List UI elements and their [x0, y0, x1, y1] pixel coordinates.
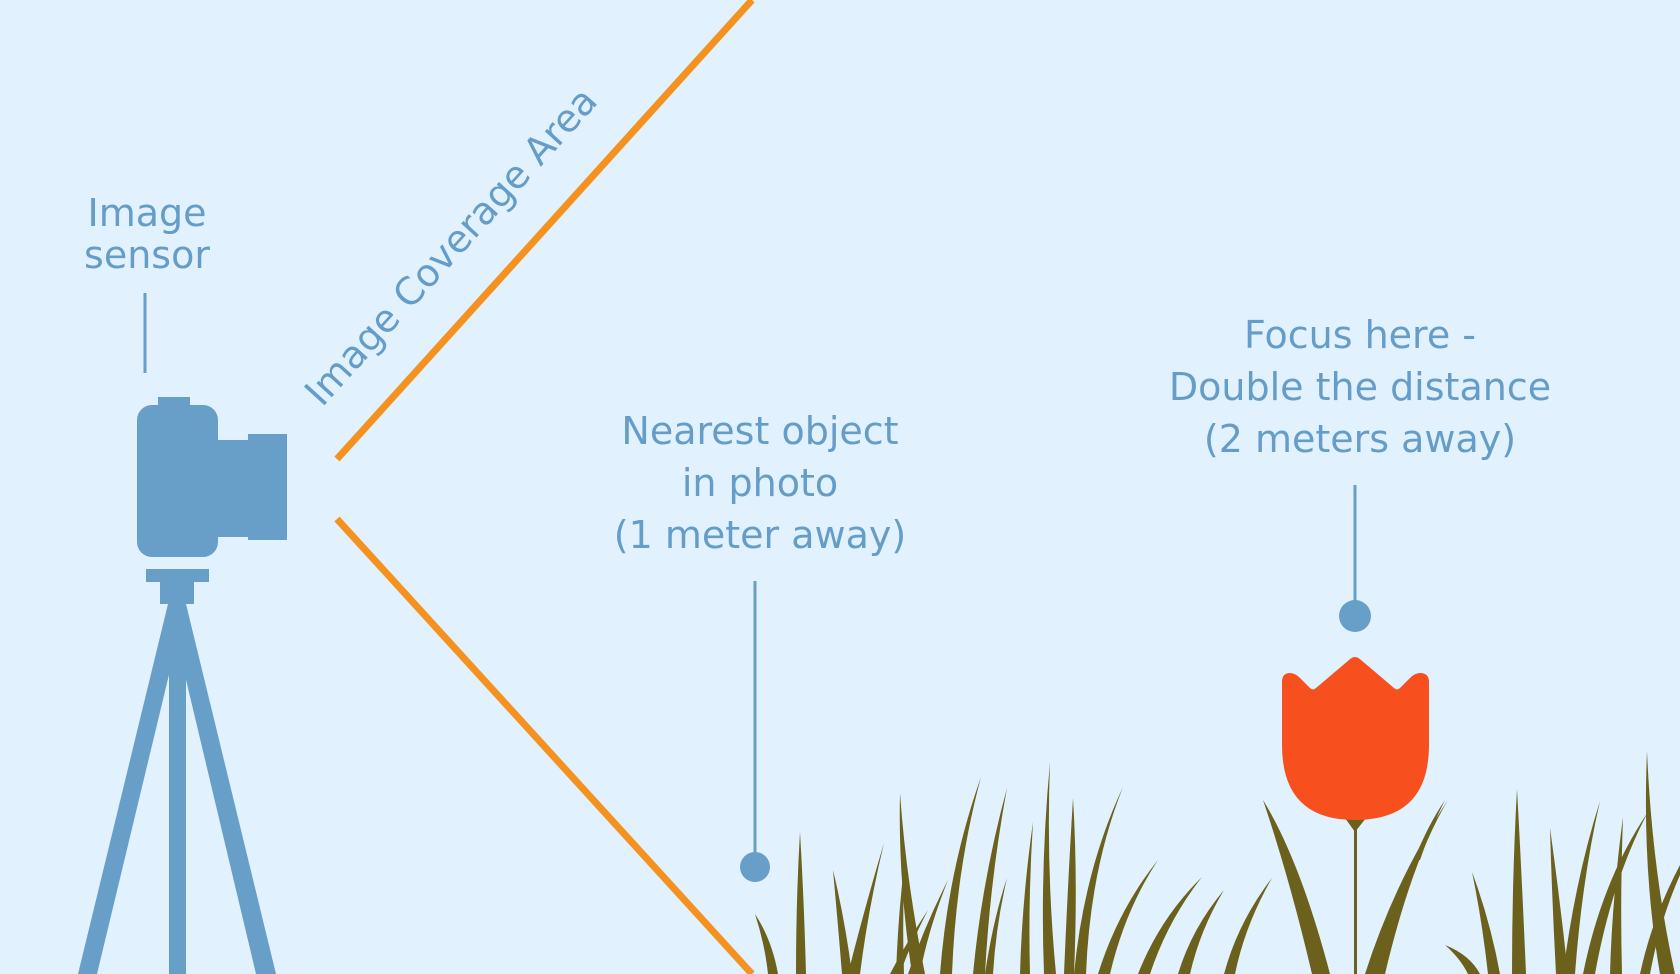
- grass-right-icon: [1414, 751, 1680, 974]
- image-sensor-label-line2: sensor: [84, 233, 210, 277]
- nearest-label-line1: Nearest object: [621, 409, 898, 453]
- tripod-plate: [146, 569, 209, 582]
- camera-mount: [214, 440, 250, 537]
- tripod-icon: [78, 569, 276, 974]
- camera-lens: [248, 434, 287, 540]
- nearest-label-line3: (1 meter away): [614, 513, 906, 557]
- tulip-stem: [1354, 824, 1357, 974]
- image-sensor-label: Image sensor: [84, 191, 210, 373]
- tulip-icon: [1263, 657, 1448, 974]
- focus-label-line3: (2 meters away): [1204, 417, 1516, 461]
- tripod-neck: [160, 582, 194, 604]
- tulip-right-leaf: [1365, 800, 1448, 974]
- coverage-lower-line: [334, 516, 755, 974]
- camera-body: [137, 405, 218, 557]
- image-sensor-label-line1: Image: [87, 191, 206, 235]
- nearest-marker-dot: [740, 852, 770, 882]
- coverage-upper-line: [334, 0, 755, 462]
- tulip-left-leaf: [1263, 800, 1330, 974]
- tripod-center-pole: [169, 604, 186, 974]
- coverage-lines: [334, 0, 755, 974]
- tulip-flower: [1282, 657, 1429, 820]
- tripod-left-leg: [78, 604, 186, 974]
- focus-label-line1: Focus here -: [1244, 313, 1476, 357]
- focus-label: Focus here - Double the distance (2 mete…: [1169, 313, 1551, 632]
- focus-label-line2: Double the distance: [1169, 365, 1551, 409]
- grass-icon: [755, 762, 1272, 974]
- tripod-right-leg: [168, 604, 276, 974]
- nearest-label-line2: in photo: [682, 461, 838, 505]
- focus-marker-dot: [1339, 600, 1371, 632]
- camera-icon: [137, 397, 287, 557]
- nearest-object-label: Nearest object in photo (1 meter away): [614, 409, 906, 882]
- tulip-sepal: [1345, 818, 1366, 832]
